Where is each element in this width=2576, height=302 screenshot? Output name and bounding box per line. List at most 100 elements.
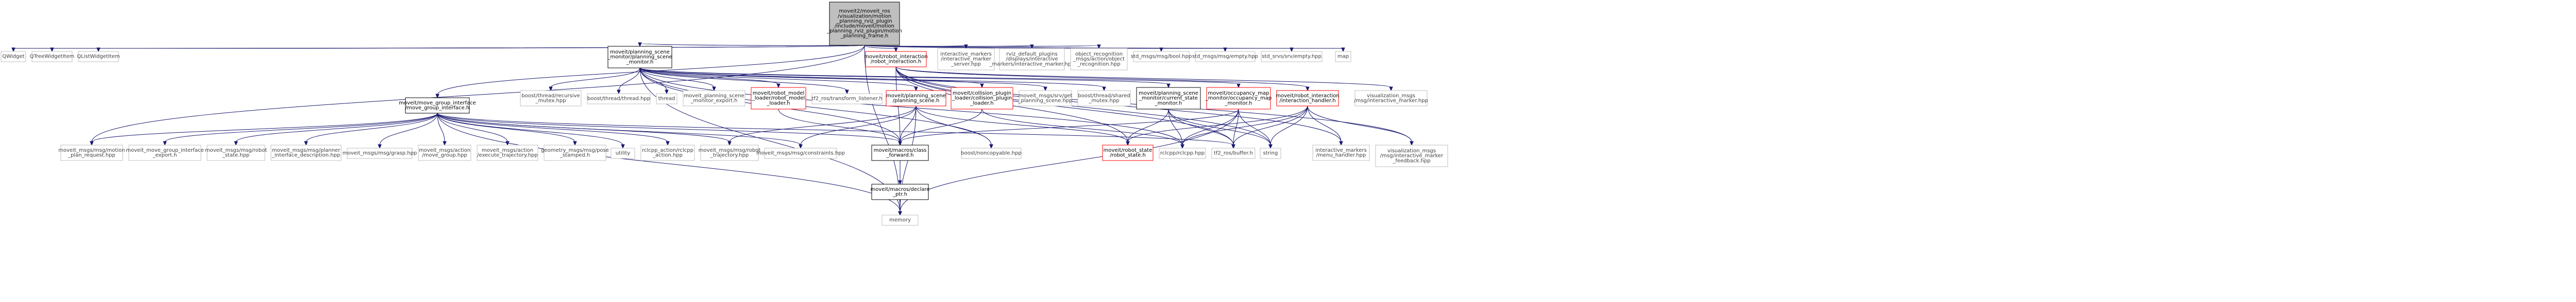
node-im_server: interactive_markers/interactive_marker_s… <box>937 48 995 70</box>
node-label-line: moveit/occupancy_map <box>1208 91 1269 96</box>
node-label-line: _monitor/occupancy_map <box>1205 96 1272 101</box>
node-label-line: _loader.h <box>766 100 790 106</box>
node-label-line: std_msgs/msg/empty.hpp <box>1192 54 1258 60</box>
node-menu_handler: interactive_markers/menu_handler.hpp <box>1312 145 1370 161</box>
edge-planning_scene-to-constraints <box>799 105 917 149</box>
node-label-line: /menu_handler.hpp <box>1316 153 1366 158</box>
node-label-line: _server.hpp <box>951 61 981 67</box>
node-label-line: _interface_description.hpp <box>272 153 340 158</box>
node-label-line: moveit_msgs/msg/grasp.hpp <box>343 151 417 156</box>
node-qtreewidgetitem: QTreeWidgetItem <box>30 51 74 62</box>
edge-move_group_interface-to-memory <box>437 113 902 216</box>
edge-planning_scene-to-robot_traj <box>727 105 917 146</box>
node-map: map <box>1335 51 1351 62</box>
node-label-line: boost/thread/recursive <box>521 93 580 99</box>
node-label-line: QListWidgetItem <box>77 54 120 60</box>
node-robot_traj: moveit_msgs/msg/robot_trajectory.hpp <box>699 145 760 161</box>
node-label-line: std_msgs/msg/bool.hpp <box>1131 54 1192 60</box>
node-label-line: _plan_request.hpp <box>67 153 115 158</box>
edge-psm-to-occupancy_map <box>639 67 1241 88</box>
edge-root-to-robot_interaction <box>864 45 898 52</box>
node-label-line: moveit_msgs/action <box>419 148 470 153</box>
node-label-line: rviz_default_plugins <box>1006 51 1057 57</box>
node-collision_plugin[interactable]: moveit/collision_plugin_loader/collision… <box>951 87 1013 110</box>
edge-root-to-qlistwidgetitem <box>96 45 865 52</box>
node-grasp: moveit_msgs/msg/grasp.hpp <box>343 148 417 159</box>
edge-move_group_interface-to-planner_desc <box>304 113 438 146</box>
node-label-line: QWidget <box>2 54 24 60</box>
node-label-line: rclcpp/rclcpp.hpp <box>1160 151 1205 156</box>
node-thread: thread <box>656 93 677 104</box>
graph-edges <box>11 42 1414 216</box>
edge-move_group_interface-to-move_group_action <box>437 113 447 146</box>
node-label-line: boost/thread/thread.hpp <box>587 96 650 102</box>
edge-robot_interaction-to-vis_im <box>895 66 1393 92</box>
node-vis_im: visualization_msgs/msg/interactive_marke… <box>1354 90 1428 106</box>
node-label-line: _stamped.h <box>560 153 590 158</box>
node-class_forward[interactable]: moveit/macros/class_forward.h <box>871 145 929 161</box>
node-declare_ptr[interactable]: moveit/macros/declare_ptr.h <box>871 184 930 200</box>
node-label-line: moveit_msgs/msg/planner <box>272 148 341 153</box>
node-label-line: /displays/interactive <box>1006 57 1058 62</box>
node-label-line: boost/thread/shared <box>1078 93 1130 99</box>
node-label-line: /execute_trajectory.hpp <box>477 153 537 158</box>
node-label-line: moveit/robot_interaction <box>1276 93 1339 99</box>
node-label-line: _state.hpp <box>222 153 250 158</box>
node-label-line: visualization_msgs <box>1367 93 1415 99</box>
node-label-line: moveit/macros/declare <box>871 187 930 192</box>
node-robot_interaction[interactable]: moveit/robot_interaction/robot_interacti… <box>864 51 928 67</box>
node-label-line: moveit_planning_scene <box>684 93 744 99</box>
node-label-line: moveit/robot_interaction <box>864 54 927 60</box>
node-tf2_buffer: tf2_ros/buffer.h <box>1211 148 1256 159</box>
node-label-line: thread <box>658 96 675 102</box>
node-label-line: object_recognition <box>1075 51 1123 57</box>
node-label-line: moveit/collision_plugin <box>953 91 1011 96</box>
node-exec_traj: moveit_msgs/action/execute_trajectory.hp… <box>477 145 538 161</box>
node-boost_thread: boost/thread/thread.hpp <box>587 93 651 104</box>
node-label-line: interactive_markers <box>940 51 992 57</box>
node-label-line: moveit/planning_scene <box>1139 91 1198 96</box>
node-label-line: moveit_msgs/action <box>482 148 533 153</box>
node-std_empty: std_msgs/msg/empty.hpp <box>1192 51 1258 62</box>
node-label-line: interactive_markers <box>1315 148 1367 153</box>
node-root[interactable]: moveit2/moveit_ros/visualization/motion_… <box>826 2 902 46</box>
edge-current_state_monitor-to-robot_state_h <box>1126 109 1169 146</box>
node-label-line: moveit_msgs/srv/get <box>1019 93 1073 99</box>
node-interaction_handler[interactable]: moveit/robot_interaction/interaction_han… <box>1276 90 1340 106</box>
node-label-line: /move_group_interface.h <box>405 105 469 111</box>
node-string: string <box>1260 148 1281 159</box>
edge-interaction_handler-to-tf2_buffer <box>1231 105 1308 149</box>
edge-psm-to-boost_thread <box>617 67 640 95</box>
node-current_state_monitor[interactable]: moveit/planning_scene_monitor/current_st… <box>1136 87 1201 110</box>
edge-psm-to-recursive_mutex <box>549 67 640 92</box>
node-label-line: _mutex.hpp <box>535 98 566 104</box>
node-motion_plan_request: moveit_msgs/msg/motion_plan_request.hpp <box>58 145 125 161</box>
node-label-line: /visualization/motion <box>838 13 891 19</box>
node-recursive_mutex: boost/thread/recursive_mutex.hpp <box>520 90 582 106</box>
edge-move_group_interface-to-utility <box>437 113 625 149</box>
node-qwidget: QWidget <box>1 51 26 62</box>
node-robot_state_h[interactable]: moveit/robot_state/robot_state.h <box>1102 145 1154 161</box>
node-label-line: _markers/interactive_marker.hpp <box>989 61 1075 67</box>
node-label-line: /include/moveit/motion <box>835 24 894 29</box>
node-label-line: /move_group.hpp <box>422 153 467 158</box>
node-move_group_interface[interactable]: moveit/move_group_interface/move_group_i… <box>399 97 476 114</box>
node-tf2_listener: tf2_ros/transform_listener.h <box>811 93 883 104</box>
edge-move_group_interface-to-robot_state_hpp <box>234 113 438 146</box>
edge-interaction_handler-to-robot_state_h <box>1126 105 1308 146</box>
node-psm[interactable]: moveit/planning_scene_monitor/planning_s… <box>607 46 672 68</box>
node-label-line: moveit/move_group_interface <box>399 100 476 106</box>
node-planning_scene[interactable]: moveit/planning_scene/planning_scene.h <box>886 90 946 106</box>
node-shared_mutex: boost/thread/shared_mutex.hpp <box>1077 90 1131 106</box>
node-rviz_im: rviz_default_plugins/displays/interactiv… <box>989 48 1075 70</box>
node-label-line: visualization_msgs <box>1387 148 1436 154</box>
node-label-line: tf2_ros/buffer.h <box>1214 151 1253 156</box>
node-occupancy_map[interactable]: moveit/occupancy_map_monitor/occupancy_m… <box>1205 87 1272 110</box>
node-robot_model_loader[interactable]: moveit/robot_model_loader/robot_model_lo… <box>751 87 806 110</box>
node-utility: utility <box>611 148 635 159</box>
node-label-line: /robot_interaction.h <box>871 59 921 65</box>
node-label-line: tf2_ros/transform_listener.h <box>811 96 882 102</box>
node-label-line: _loader.h <box>970 100 993 106</box>
edge-robot_interaction-to-interaction_handler <box>895 66 1310 92</box>
node-label-line: _action.hpp <box>652 153 683 158</box>
